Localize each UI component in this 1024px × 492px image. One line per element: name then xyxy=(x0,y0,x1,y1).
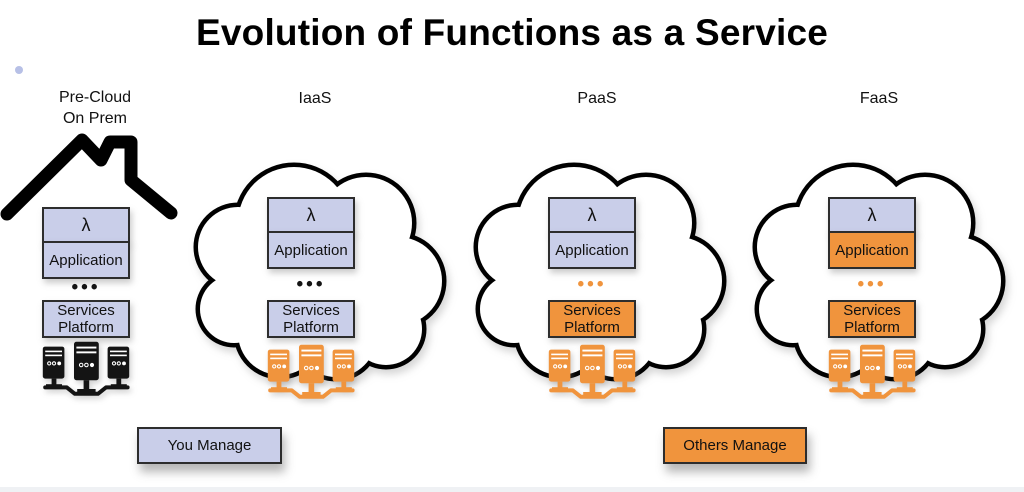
services-line1: Services xyxy=(563,302,621,319)
column-header-line1: PaaS xyxy=(577,90,617,107)
bullet-dot xyxy=(15,66,23,74)
legend-others-manage: Others Manage xyxy=(663,427,807,464)
column-header-faas: FaaS xyxy=(809,88,949,109)
column-header-line2: On Prem xyxy=(62,110,127,127)
column-header-line1: IaaS xyxy=(298,90,332,107)
column-header-iaas: IaaS xyxy=(245,88,385,109)
ellipsis-iaas: ••• xyxy=(296,274,326,295)
services-line1: Services xyxy=(57,302,115,319)
servers-icon-paas xyxy=(546,342,638,399)
application-box-precloud: Application xyxy=(42,241,130,279)
column-header-line1: FaaS xyxy=(859,90,899,107)
services-platform-box-faas: Services Platform xyxy=(828,300,916,338)
bottom-edge xyxy=(0,487,1024,492)
lambda-box-paas: λ xyxy=(548,197,636,233)
legend-you-manage: You Manage xyxy=(137,427,282,464)
application-box-iaas: Application xyxy=(267,231,355,269)
services-platform-box-precloud: Services Platform xyxy=(42,300,130,338)
ellipsis-faas: ••• xyxy=(857,274,887,295)
lambda-box-iaas: λ xyxy=(267,197,355,233)
page-title: Evolution of Functions as a Service xyxy=(195,12,829,53)
services-platform-box-iaas: Services Platform xyxy=(267,300,355,338)
services-line1: Services xyxy=(282,302,340,319)
column-header-precloud: Pre-Cloud On Prem xyxy=(25,87,165,129)
column-header-line1: Pre-Cloud xyxy=(58,89,132,106)
services-line2: Platform xyxy=(844,319,900,336)
services-platform-box-paas: Services Platform xyxy=(548,300,636,338)
services-line2: Platform xyxy=(58,319,114,336)
application-box-faas: Application xyxy=(828,231,916,269)
lambda-box-precloud: λ xyxy=(42,207,130,243)
ellipsis-paas: ••• xyxy=(577,274,607,295)
servers-icon-faas xyxy=(826,342,918,399)
servers-icon-iaas xyxy=(265,342,357,399)
services-line2: Platform xyxy=(283,319,339,336)
lambda-box-faas: λ xyxy=(828,197,916,233)
services-line2: Platform xyxy=(564,319,620,336)
servers-icon-precloud xyxy=(40,339,132,396)
house-roof-icon xyxy=(0,133,178,221)
column-header-paas: PaaS xyxy=(527,88,667,109)
application-box-paas: Application xyxy=(548,231,636,269)
services-line1: Services xyxy=(843,302,901,319)
ellipsis-precloud: ••• xyxy=(71,277,101,298)
